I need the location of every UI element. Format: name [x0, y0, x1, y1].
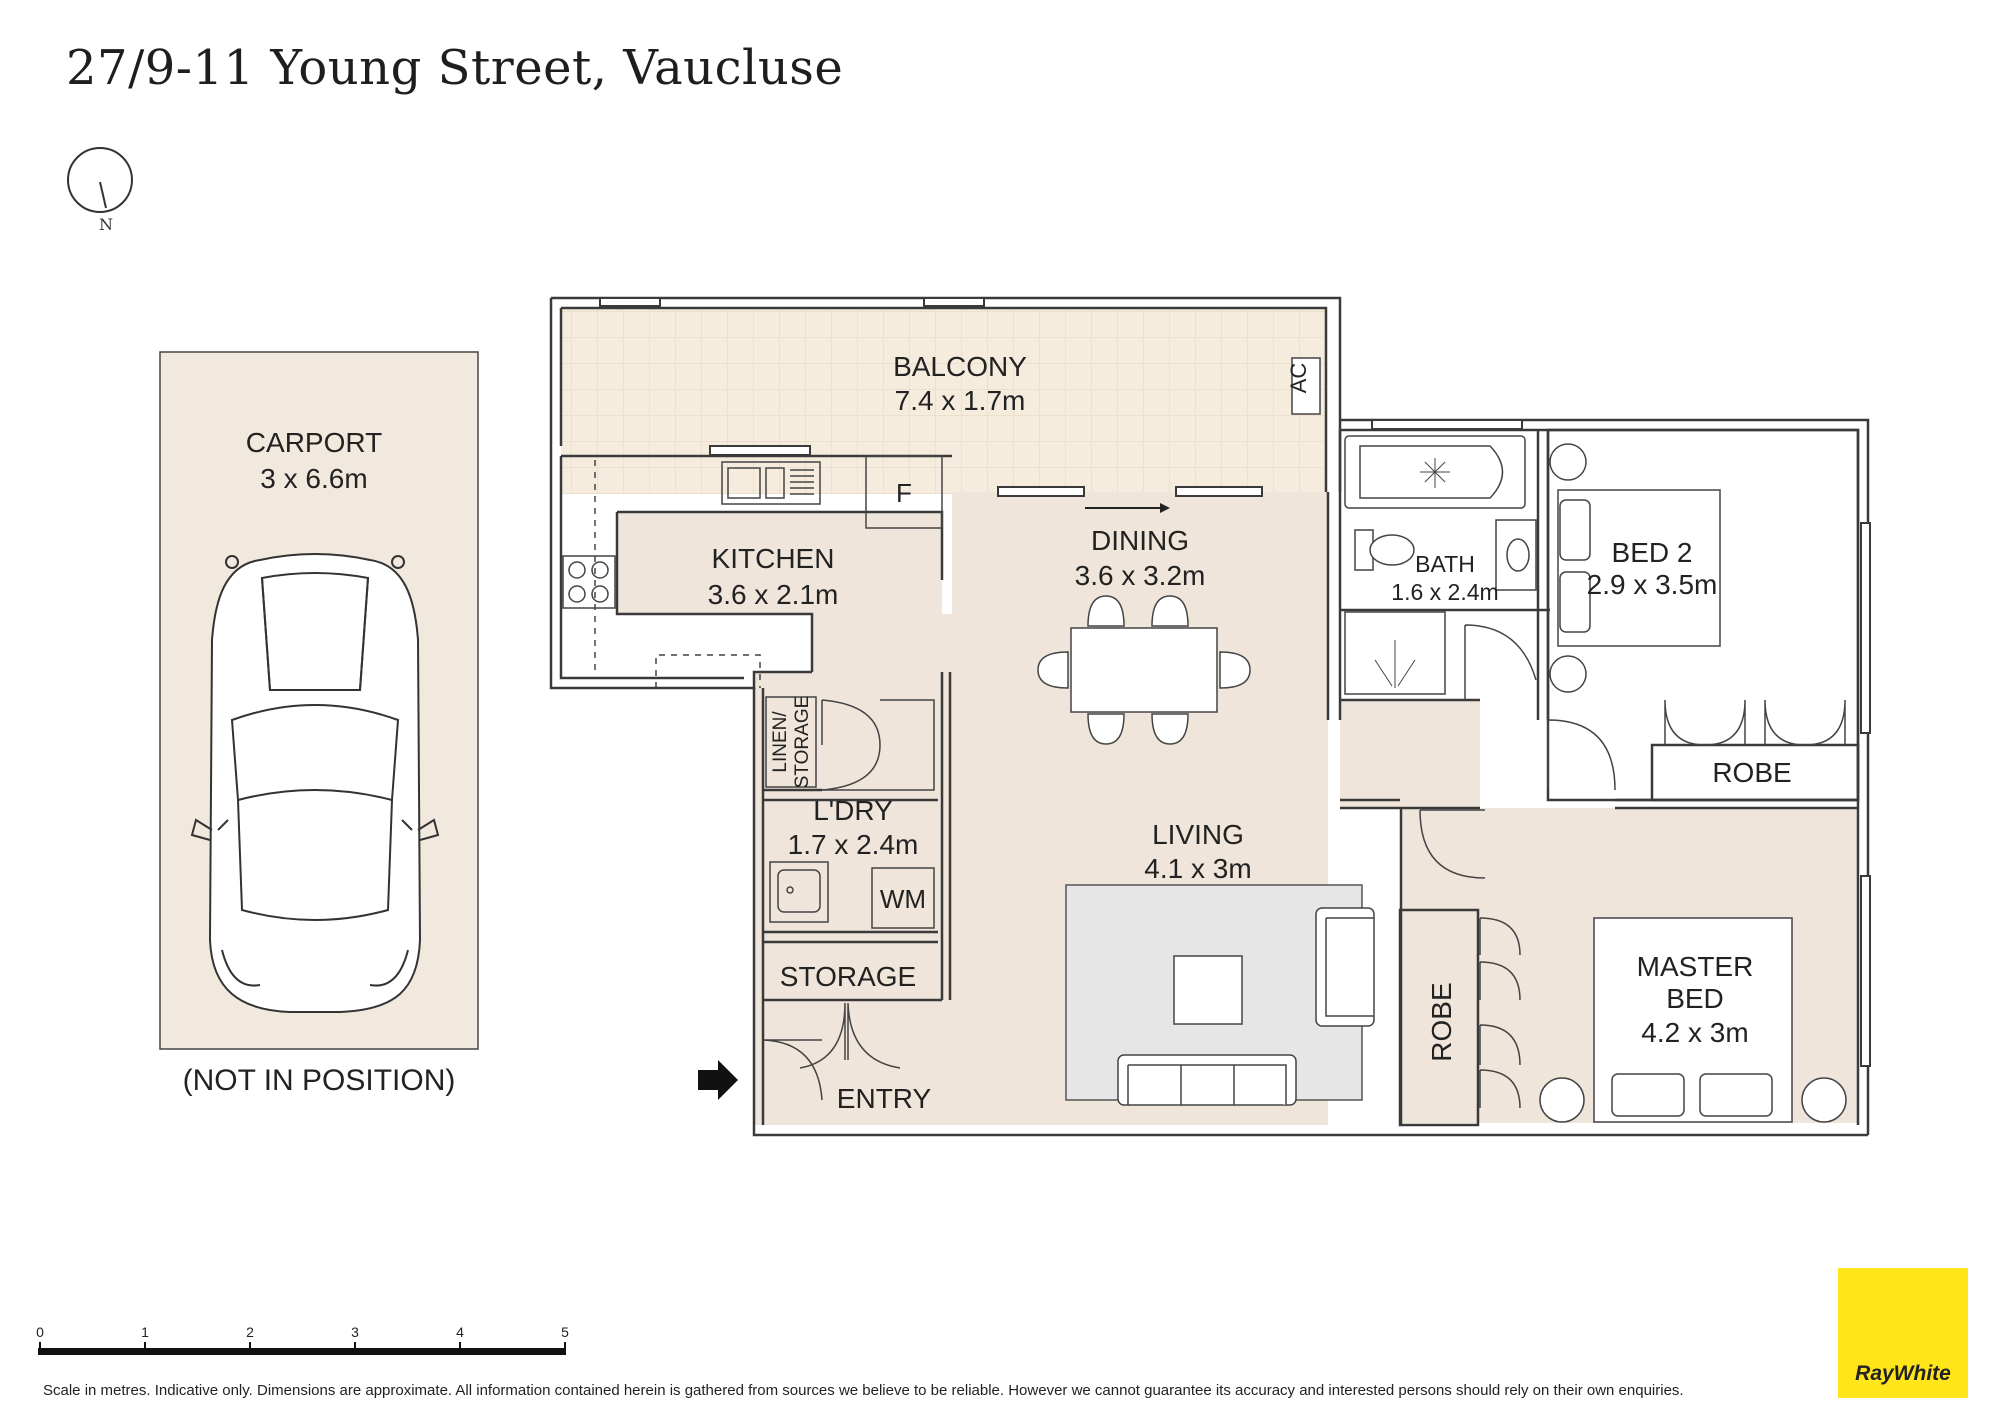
windows [599, 297, 1871, 1067]
balcony-size: 7.4 x 1.7m [895, 385, 1026, 416]
logo-text: RayWhite [1855, 1362, 1951, 1385]
robe-master-name: ROBE [1426, 982, 1457, 1061]
carport-size: 3 x 6.6m [260, 463, 367, 494]
carport-note: (NOT IN POSITION) [183, 1064, 456, 1097]
entry-arrow-icon [698, 1060, 738, 1100]
master-size: 4.2 x 3m [1641, 1017, 1748, 1048]
compass-icon: N [67, 147, 133, 234]
dining-table-icon [1037, 595, 1251, 745]
car-icon [190, 553, 440, 1013]
sliding-door-arrow-icon [1085, 503, 1170, 513]
robe-bed2-name: ROBE [1712, 757, 1791, 788]
compass-label: N [99, 215, 113, 234]
washing-machine-label: WM [880, 884, 926, 914]
hall-floor [1340, 700, 1480, 808]
scale-tick-label: 5 [561, 1324, 569, 1340]
entry-floor [758, 1000, 946, 1120]
washing-machine-icon [871, 867, 935, 929]
bath-name: BATH [1415, 551, 1475, 577]
master-side-table [1801, 1077, 1847, 1123]
entry-name: ENTRY [837, 1083, 932, 1114]
living-name: LIVING [1152, 819, 1244, 850]
bed2-size: 2.9 x 3.5m [1587, 569, 1718, 600]
master-side-table [1539, 1077, 1585, 1123]
scale-tick-label: 3 [351, 1324, 359, 1340]
linen-line2: STORAGE [792, 696, 813, 789]
kitchen-name: KITCHEN [712, 543, 835, 574]
balcony-floor [561, 308, 1326, 494]
bed2-side-table [1549, 655, 1587, 693]
fridge-label: F [896, 478, 912, 508]
bath-size: 1.6 x 2.4m [1391, 579, 1498, 605]
master-furniture [1539, 917, 1847, 1123]
scale-tick-label: 4 [456, 1324, 464, 1340]
fridge-icon [865, 455, 943, 529]
coffee-table [1173, 955, 1243, 1025]
scale-tick-label: 2 [246, 1324, 254, 1340]
dining-size: 3.6 x 3.2m [1075, 560, 1206, 591]
living-furniture [1117, 907, 1375, 1106]
storage-name: STORAGE [780, 961, 916, 992]
carport-name: CARPORT [246, 427, 382, 458]
bed2-name: BED 2 [1612, 537, 1693, 568]
page-title: 27/9-11 Young Street, Vaucluse [66, 40, 844, 96]
laundry-size: 1.7 x 2.4m [788, 829, 919, 860]
air-con-label: AC [1286, 363, 1311, 394]
scale-tick-label: 0 [36, 1324, 44, 1340]
laundry-fixtures [762, 696, 935, 1101]
disclaimer-text: Scale in metres. Indicative only. Dimens… [43, 1382, 1684, 1399]
laundry-name: L'DRY [813, 795, 893, 826]
bed2-furniture [1549, 443, 1721, 693]
balcony-name: BALCONY [893, 351, 1027, 382]
scale-bar: 0 1 2 3 4 5 [36, 1324, 569, 1355]
dining-name: DINING [1091, 525, 1189, 556]
air-con-unit [1291, 357, 1321, 415]
bath-fixtures [1344, 435, 1537, 700]
bed2-side-table [1549, 443, 1587, 481]
cooktop-icon [562, 555, 616, 609]
laundry-tub-icon [769, 861, 829, 923]
sink-icon [721, 461, 821, 505]
doors [1419, 699, 1846, 1109]
kitchen-fixtures [562, 455, 943, 688]
scale-tick-label: 1 [141, 1324, 149, 1340]
raywhite-logo: RayWhite [1838, 1268, 1968, 1398]
master-name-line2: BED [1666, 983, 1724, 1014]
laundry-floor [763, 800, 941, 932]
linen-line1: LINEN/ [770, 711, 791, 773]
kitchen-floor [617, 512, 942, 614]
living-size: 4.1 x 3m [1144, 853, 1251, 884]
kitchen-size: 3.6 x 2.1m [708, 579, 839, 610]
master-name-line1: MASTER [1637, 951, 1754, 982]
